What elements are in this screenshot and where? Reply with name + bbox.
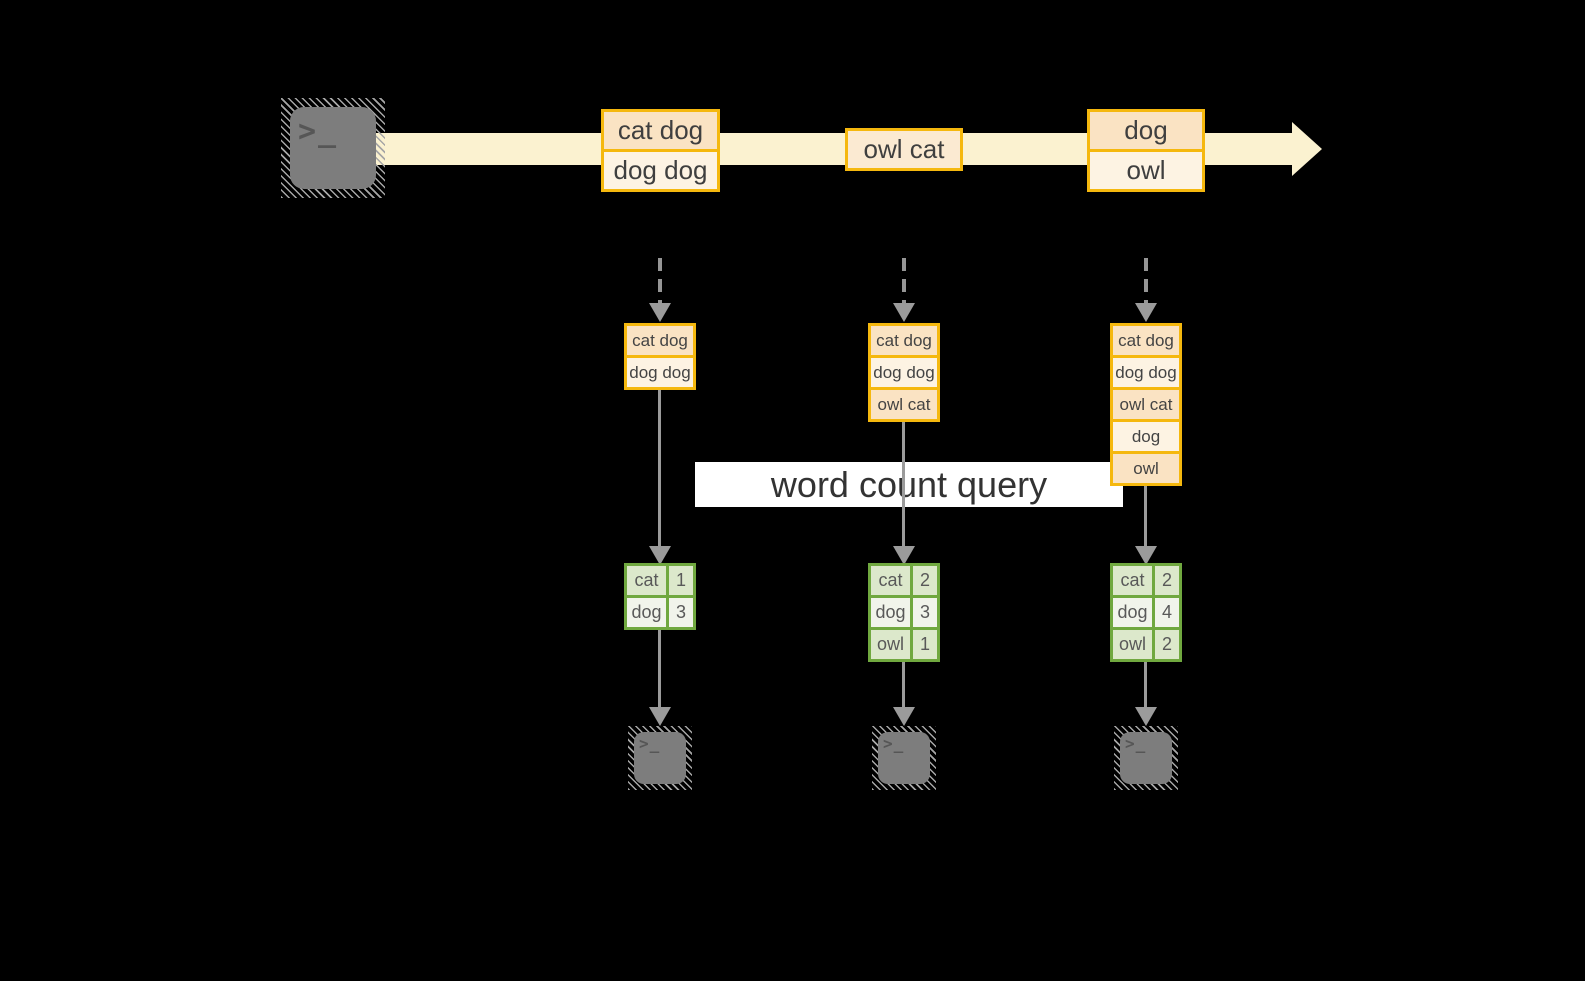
- arrowhead-icon: [1135, 303, 1157, 322]
- terminal-screen: [290, 107, 376, 189]
- count-value-cell: 4: [1155, 598, 1179, 627]
- terminal-prompt-icon: >_: [1125, 734, 1147, 753]
- arrowhead-icon: [893, 303, 915, 322]
- stream-record-batch-1: cat dog dog dog: [601, 109, 720, 192]
- output-connector-line-3: [1144, 662, 1147, 707]
- count-word-cell: owl: [1113, 630, 1152, 659]
- count-word-cell: owl: [871, 630, 910, 659]
- terminal-screen: [878, 732, 930, 784]
- arrowhead-icon: [893, 707, 915, 726]
- received-records-stack-1: cat dog dog dog: [624, 323, 696, 390]
- received-records-stack-2: cat dog dog dog owl cat: [868, 323, 940, 422]
- count-value-cell: 1: [913, 630, 937, 659]
- terminal-prompt-icon: >_: [298, 114, 339, 149]
- record-cell: dog dog: [627, 355, 693, 387]
- record-cell: owl cat: [1113, 387, 1179, 419]
- record-cell: owl cat: [871, 387, 937, 419]
- record-cell: cat dog: [627, 326, 693, 355]
- record-cell: cat dog: [871, 326, 937, 355]
- record-cell: cat dog: [1113, 326, 1179, 355]
- arrowhead-icon: [649, 303, 671, 322]
- record-cell: dog: [1113, 419, 1179, 451]
- terminal-screen: [1120, 732, 1172, 784]
- output-connector-line-2: [902, 662, 905, 707]
- received-records-stack-3: cat dog dog dog owl cat dog owl: [1110, 323, 1182, 486]
- count-value-cell: 2: [913, 566, 937, 595]
- query-connector-line-3: [1144, 484, 1147, 546]
- terminal-prompt-icon: >_: [883, 734, 905, 753]
- count-word-cell: cat: [871, 566, 910, 595]
- count-word-cell: dog: [1113, 598, 1152, 627]
- count-word-cell: cat: [627, 566, 666, 595]
- word-count-table-1: cat 1 dog 3: [624, 563, 696, 630]
- terminal-screen: [634, 732, 686, 784]
- count-value-cell: 1: [669, 566, 693, 595]
- record-cell: dog dog: [871, 355, 937, 387]
- word-count-table-3: cat 2 dog 4 owl 2: [1110, 563, 1182, 662]
- query-banner-label: word count query: [770, 463, 1048, 505]
- record-cell: dog dog: [1113, 355, 1179, 387]
- arrowhead-icon: [649, 707, 671, 726]
- stream-record-batch-3: dog owl: [1087, 109, 1205, 192]
- count-value-cell: 2: [1155, 630, 1179, 659]
- output-connector-line-1: [658, 630, 661, 707]
- stream-record: cat dog: [604, 112, 717, 149]
- query-connector-line-1: [658, 388, 661, 546]
- stream-record: owl cat: [848, 131, 960, 168]
- stream-record-batch-2: owl cat: [845, 128, 963, 171]
- word-count-table-2: cat 2 dog 3 owl 1: [868, 563, 940, 662]
- ingest-dashed-arrow-1: [658, 258, 662, 304]
- arrowhead-icon: [1135, 546, 1157, 565]
- terminal-prompt-icon: >_: [639, 734, 661, 753]
- count-word-cell: cat: [1113, 566, 1152, 595]
- query-connector-line-2: [902, 420, 905, 546]
- ingest-dashed-arrow-2: [902, 258, 906, 304]
- stream-record: owl: [1090, 149, 1202, 189]
- output-terminal-icon-1: >_: [628, 726, 692, 790]
- count-value-cell: 3: [913, 598, 937, 627]
- count-word-cell: dog: [871, 598, 910, 627]
- stream-arrowhead-icon: [1292, 122, 1322, 176]
- query-banner: word count query: [695, 462, 1123, 507]
- ingest-dashed-arrow-3: [1144, 258, 1148, 304]
- arrowhead-icon: [649, 546, 671, 565]
- stream-source-terminal-icon: >_: [281, 98, 385, 198]
- record-cell: owl: [1113, 451, 1179, 483]
- arrowhead-icon: [893, 546, 915, 565]
- stream-record: dog: [1090, 112, 1202, 149]
- count-word-cell: dog: [627, 598, 666, 627]
- output-terminal-icon-3: >_: [1114, 726, 1178, 790]
- arrowhead-icon: [1135, 707, 1157, 726]
- stream-record: dog dog: [604, 149, 717, 189]
- output-terminal-icon-2: >_: [872, 726, 936, 790]
- count-value-cell: 3: [669, 598, 693, 627]
- count-value-cell: 2: [1155, 566, 1179, 595]
